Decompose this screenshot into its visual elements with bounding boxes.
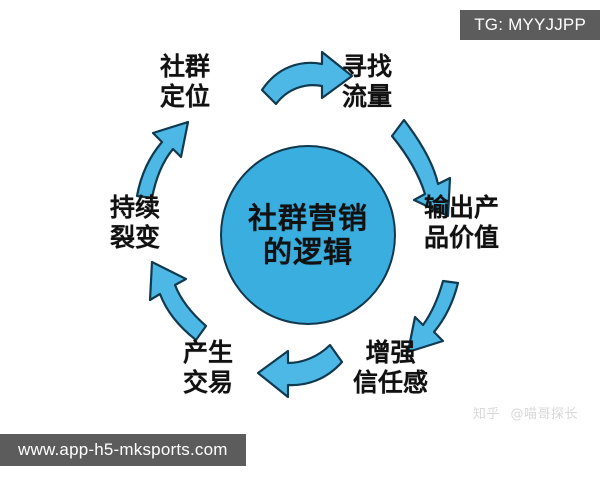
step-1-line1: 社群	[160, 52, 211, 81]
step-4-line2: 信任感	[353, 368, 429, 397]
zhihu-logo-text: 知乎	[472, 407, 500, 422]
telegram-handle-text: TG: MYYJJPP	[474, 15, 586, 34]
arrow-positioning-to-traffic	[260, 50, 354, 106]
site-url-badge: www.app-h5-mksports.com	[0, 434, 246, 466]
step-label-enhance-trust: 增强 信任感	[353, 338, 428, 398]
arrow-fission-to-positioning	[135, 120, 190, 200]
step-1-line2: 定位	[160, 82, 211, 111]
arrow-transaction-to-fission	[148, 260, 208, 342]
step-3-line2: 品价值	[424, 223, 500, 252]
telegram-handle-badge: TG: MYYJJPP	[460, 10, 600, 40]
site-url-text: www.app-h5-mksports.com	[18, 440, 228, 459]
center-circle: 社群营销 的逻辑	[220, 145, 396, 325]
center-title-line2: 的逻辑	[262, 235, 353, 269]
step-3-line1: 输出产	[424, 193, 500, 222]
step-label-generate-transaction: 产生 交易	[183, 338, 233, 398]
step-6-line2: 裂变	[110, 223, 161, 252]
step-label-find-traffic: 寻找 流量	[342, 52, 392, 112]
center-title-line1: 社群营销	[247, 200, 368, 235]
step-label-continuous-fission: 持续 裂变	[110, 193, 160, 253]
zhihu-watermark: 知乎 @喵哥探长	[473, 403, 578, 422]
arrow-trust-to-transaction	[256, 343, 344, 399]
arrow-traffic-to-product-value	[390, 118, 452, 218]
zhihu-author-text: @喵哥探长	[510, 407, 578, 422]
step-2-line1: 寻找	[342, 52, 393, 81]
arrow-product-value-to-trust	[406, 279, 460, 354]
step-5-line2: 交易	[183, 368, 234, 397]
step-4-line1: 增强	[365, 338, 416, 367]
step-2-line2: 流量	[342, 82, 393, 111]
step-label-output-product-value: 输出产 品价值	[424, 193, 499, 253]
step-6-line1: 持续	[110, 193, 161, 222]
step-label-community-positioning: 社群 定位	[160, 52, 210, 112]
step-5-line1: 产生	[183, 338, 234, 367]
